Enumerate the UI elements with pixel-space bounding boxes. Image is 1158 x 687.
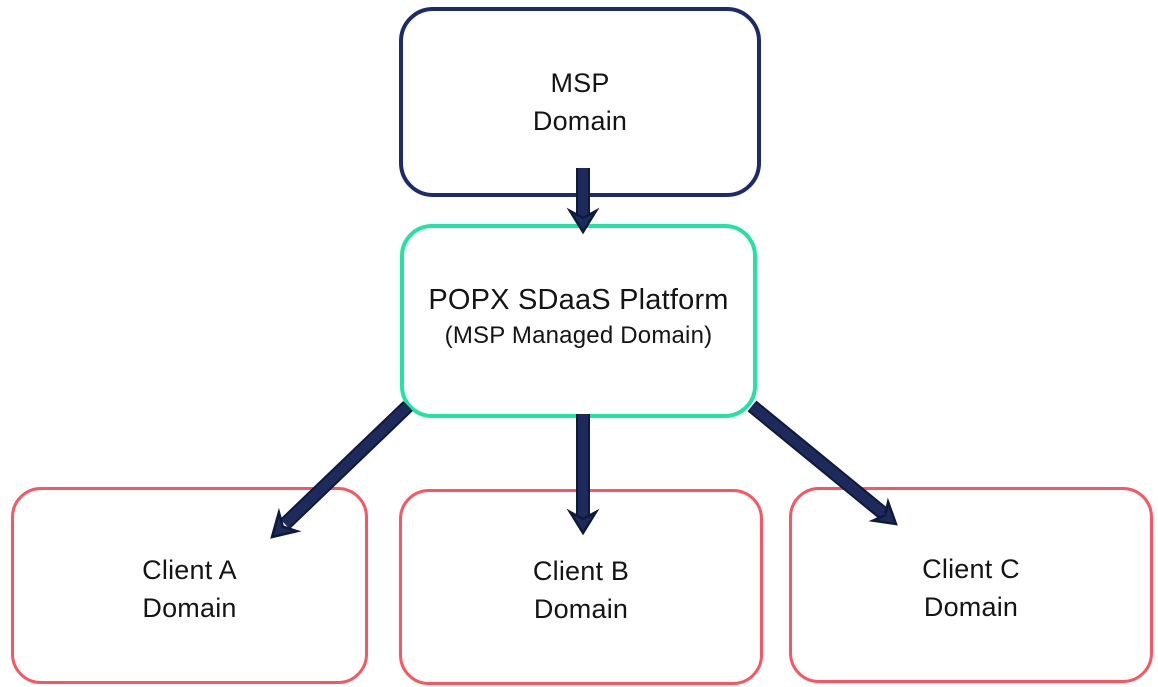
client-c-label-line1: Client C xyxy=(922,554,1020,584)
client-a-label-line2: Domain xyxy=(142,592,237,623)
msp-domain-label-line1: MSP xyxy=(550,68,610,98)
msp-domain-label-line2: Domain xyxy=(532,106,628,136)
node-client-b-domain: Client B Domain xyxy=(399,489,763,685)
node-client-a-domain: Client A Domain xyxy=(11,487,368,684)
platform-title: POPX SDaaS Platform xyxy=(428,283,729,316)
node-popx-sdaas-platform: POPX SDaaS Platform (MSP Managed Domain) xyxy=(400,224,757,418)
client-a-label-line1: Client A xyxy=(142,554,237,585)
node-client-c-domain: Client C Domain xyxy=(789,487,1153,683)
node-msp-domain: MSP Domain xyxy=(399,7,761,197)
client-c-label-line2: Domain xyxy=(923,592,1019,622)
client-b-label-line2: Domain xyxy=(533,594,629,624)
platform-subtitle: (MSP Managed Domain) xyxy=(444,321,713,349)
client-b-label-line1: Client B xyxy=(532,556,630,586)
